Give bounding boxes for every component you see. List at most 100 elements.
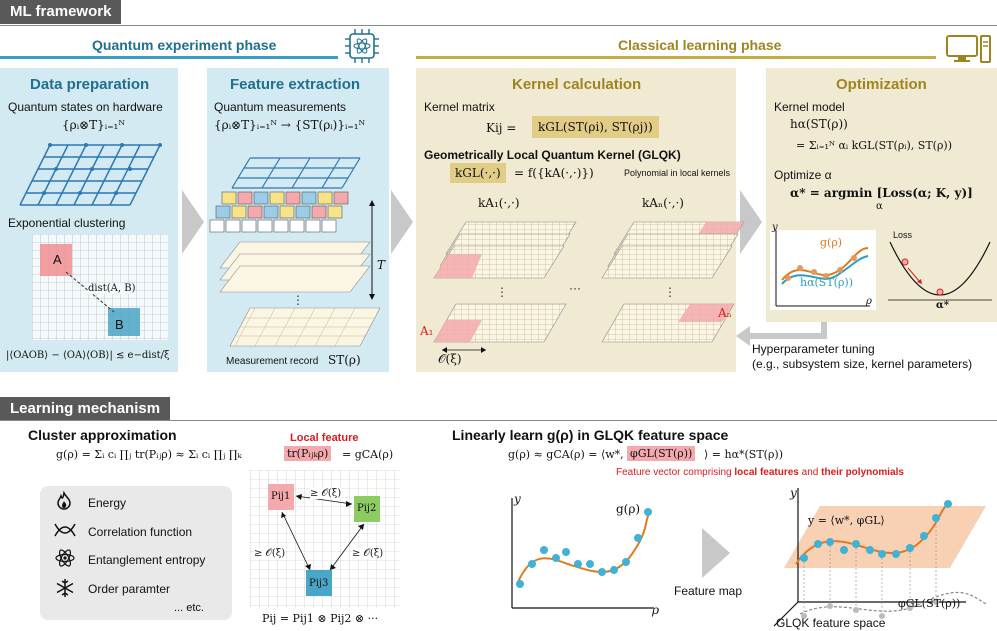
kernel-calculation-title: Kernel calculation xyxy=(512,76,642,93)
hyperparameter-arrow xyxy=(736,322,827,346)
linear-plot-g: g(ρ) xyxy=(616,502,641,516)
linear-title: Linearly learn g(ρ) in GLQK feature spac… xyxy=(452,427,729,443)
glqk-lhs: kGL(·,·) xyxy=(450,163,506,183)
glqk-rhs: = f({kA(·,·)}) xyxy=(514,166,594,180)
region-b-label: B xyxy=(115,317,124,332)
optimization-plots xyxy=(770,230,992,310)
feature-space-3d xyxy=(773,488,987,627)
cluster-formula-b: = gCA(ρ) xyxy=(342,448,394,461)
opt-plot-y: y xyxy=(772,222,778,233)
measurements-math: {ρᵢ⊗T}ᵢ₌₁ᴺ → {ST(ρᵢ)}ᵢ₌₁ᴺ xyxy=(214,118,366,132)
classical-phase-bar xyxy=(416,56,936,59)
header-rule xyxy=(0,25,997,26)
observable-energy: Energy xyxy=(88,496,127,510)
feature-vector-note: Feature vector comprising local features… xyxy=(616,467,904,478)
phi-label: φGL(ST(ρ)) xyxy=(898,597,961,610)
linear-formula-a: g(ρ) ≈ gCA(ρ) = ⟨w*, xyxy=(508,448,624,461)
plane-label: y = ⟨w*, φGL⟩ xyxy=(808,514,885,527)
linear-formula-b: ⟩ = hα*(ST(ρ)) xyxy=(704,448,784,461)
clustering-label: Exponential clustering xyxy=(8,216,126,230)
arrow-chevron-1 xyxy=(182,190,204,254)
oxi-label: 𝒪(ξ) xyxy=(438,352,462,366)
geq-label-3: ≥ 𝒪(ξ) xyxy=(352,548,384,559)
kan-label: kAₙ(·,·) xyxy=(642,196,684,210)
atom-icon xyxy=(55,549,75,567)
chip-atom-icon xyxy=(345,29,379,63)
kernel-model-line1: hα(ST(ρ)) xyxy=(790,117,848,131)
classical-phase-title: Classical learning phase xyxy=(618,37,782,53)
kernel-matrix-label: Kernel matrix xyxy=(424,100,495,114)
cluster-title: Cluster approximation xyxy=(28,427,177,443)
kernel-model-label: Kernel model xyxy=(774,100,845,114)
note-a: Feature vector comprising xyxy=(616,467,735,478)
note-d: their polynomials xyxy=(821,467,904,478)
p1-label: Pij1 xyxy=(271,491,291,502)
snowflake-icon xyxy=(56,579,74,597)
ml-framework-header: ML framework xyxy=(0,0,122,24)
optimize-label: Optimize α xyxy=(774,168,832,182)
linear-plot-2d xyxy=(511,498,654,609)
learning-rule xyxy=(0,420,997,421)
data-preparation-title: Data preparation xyxy=(30,76,150,93)
an-label: Aₙ xyxy=(718,306,732,320)
svg-text:⋮: ⋮ xyxy=(292,293,304,307)
a1-label: A₁ xyxy=(420,324,434,338)
computer-icon xyxy=(946,35,991,63)
observable-order: Order paramter xyxy=(88,582,171,596)
region-a-label: A xyxy=(53,252,62,267)
record-label: Measurement record xyxy=(226,356,319,367)
local-kernel-stacks: ⋮ ⋮ xyxy=(433,221,745,353)
ka1-label: kA₁(·,·) xyxy=(478,196,520,210)
observable-entropy: Entanglement entropy xyxy=(88,553,206,567)
dist-label: dist(A, B) xyxy=(88,283,136,294)
feature-map-label: Feature map xyxy=(674,584,743,598)
arrow-chevron-3 xyxy=(740,190,762,254)
argmin-sub: α xyxy=(876,201,883,212)
kernel-matrix-rhs: kGL(ST(ρi), ST(ρj)) xyxy=(532,116,659,138)
note-b: local features xyxy=(734,467,799,478)
correlation-icon xyxy=(54,523,76,537)
local-feature-label: Local feature xyxy=(290,432,359,444)
measurement-stack: ⋮ xyxy=(209,157,381,347)
svg-text:⋮: ⋮ xyxy=(664,285,676,299)
linear-formula-hl: φGL(ST(ρ)) xyxy=(627,446,696,461)
opt-plot-h: hα(ST(ρ)) xyxy=(800,276,854,289)
space-y-label: y xyxy=(790,486,797,500)
observables-etc: ... etc. xyxy=(174,602,204,614)
pij-formula: Pij = Pij1 ⊗ Pij2 ⊗ ··· xyxy=(262,612,379,625)
learning-mechanism-header: Learning mechanism xyxy=(0,397,171,421)
kernel-matrix-lhs: Kij = xyxy=(486,121,517,135)
observable-correlation: Correlation function xyxy=(88,525,193,539)
glqk-label: Geometrically Local Quantum Kernel (GLQK… xyxy=(424,148,681,162)
qubit-lattice xyxy=(19,143,162,206)
record-math: ST(ρ) xyxy=(328,353,361,367)
optimize-math: α* = argmin [Loss(α; K, y)] xyxy=(790,186,973,200)
linear-plot-y: y xyxy=(514,492,521,506)
geq-label-2: ≥ 𝒪(ξ) xyxy=(254,548,286,559)
svg-text:⋮: ⋮ xyxy=(496,285,508,299)
optimization-title: Optimization xyxy=(836,76,927,93)
hyper-line1: Hyperparameter tuning xyxy=(752,342,875,356)
hyper-line2: (e.g., subsystem size, kernel parameters… xyxy=(752,357,973,371)
p3-label: Pij3 xyxy=(309,578,329,589)
quantum-phase-bar xyxy=(0,56,338,59)
states-label: Quantum states on hardware xyxy=(8,100,163,114)
t-label: T xyxy=(377,258,386,272)
space-label: GLQK feature space xyxy=(776,616,886,630)
opt-plot-rho: ρ xyxy=(866,296,872,307)
clustering-bound: |⟨OAOB⟩ − ⟨OA⟩⟨OB⟩| ≲ e−dist/ξ xyxy=(6,350,170,361)
measurements-label: Quantum measurements xyxy=(214,100,347,114)
linear-plot-rho: ρ xyxy=(652,603,660,617)
note-c: and xyxy=(798,467,822,478)
observables-box xyxy=(40,486,232,620)
quantum-phase-title: Quantum experiment phase xyxy=(92,37,277,53)
loss-label: Loss xyxy=(893,230,913,240)
opt-plot-g: g(ρ) xyxy=(820,236,843,249)
kernel-dots: ··· xyxy=(569,281,581,295)
alpha-star-label: α* xyxy=(936,300,949,311)
feature-extraction-title: Feature extraction xyxy=(230,76,361,93)
cluster-formula-hl: tr(Pᵢⱼₖρ) xyxy=(284,446,332,461)
geq-label-1: ≥ 𝒪(ξ) xyxy=(310,488,342,499)
arrow-chevron-2 xyxy=(391,190,413,254)
states-math: {ρᵢ⊗T}ᵢ₌₁ᴺ xyxy=(62,118,125,132)
